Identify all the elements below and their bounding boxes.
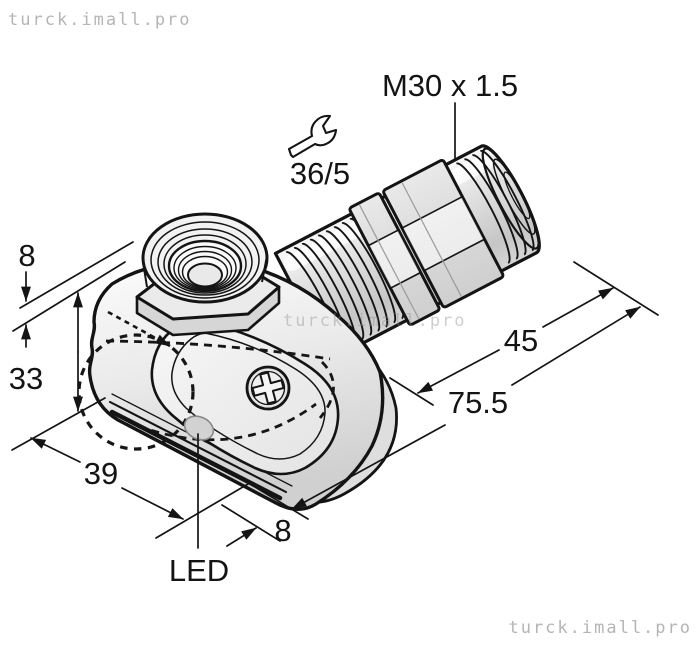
- led-label: LED: [169, 553, 229, 588]
- watermark-bottom-right: turck.imall.pro: [508, 618, 692, 638]
- wrench-icon: [287, 114, 338, 159]
- dim-45-arrow-right: [542, 287, 614, 328]
- dim-39-arrow-left: [30, 437, 81, 463]
- axis-dashed-arrow: [107, 310, 171, 348]
- dim-75-arrow-left: [291, 424, 446, 510]
- wrench-size-label: 36/5: [290, 156, 350, 191]
- lock-nuts: [348, 158, 505, 326]
- phillips-cross-icon: [251, 371, 285, 405]
- dim-45-arrow-left: [417, 349, 500, 394]
- barrel-thread: [273, 144, 541, 362]
- dim-8-bottom-label: 8: [274, 513, 291, 548]
- dimension-layer: [11, 102, 659, 549]
- sensing-area-dashed: [77, 310, 335, 451]
- dim-8-top-label: 8: [18, 238, 35, 273]
- watermark-center: turck.imall.pro: [283, 311, 467, 331]
- dimension-lines: [21, 271, 641, 547]
- dim-39-arrow-right: [121, 487, 184, 520]
- dim-45-label: 45: [504, 323, 538, 358]
- sensing-area-dashed-circle: [77, 333, 195, 451]
- dim-8-bottom-arrow: [226, 527, 257, 547]
- extension-lines: [11, 241, 659, 542]
- thread-port: [135, 212, 281, 337]
- led-indicator: [183, 415, 215, 441]
- watermark-top-left: turck.imall.pro: [8, 10, 192, 30]
- dim-75-label: 75.5: [448, 385, 508, 420]
- dim-33-label: 33: [9, 361, 43, 396]
- dim-75-arrow-right: [511, 306, 641, 386]
- dim-39-label: 39: [84, 456, 118, 491]
- phillips-screw: [245, 365, 291, 411]
- thread-spec-label: M30 x 1.5: [382, 68, 518, 103]
